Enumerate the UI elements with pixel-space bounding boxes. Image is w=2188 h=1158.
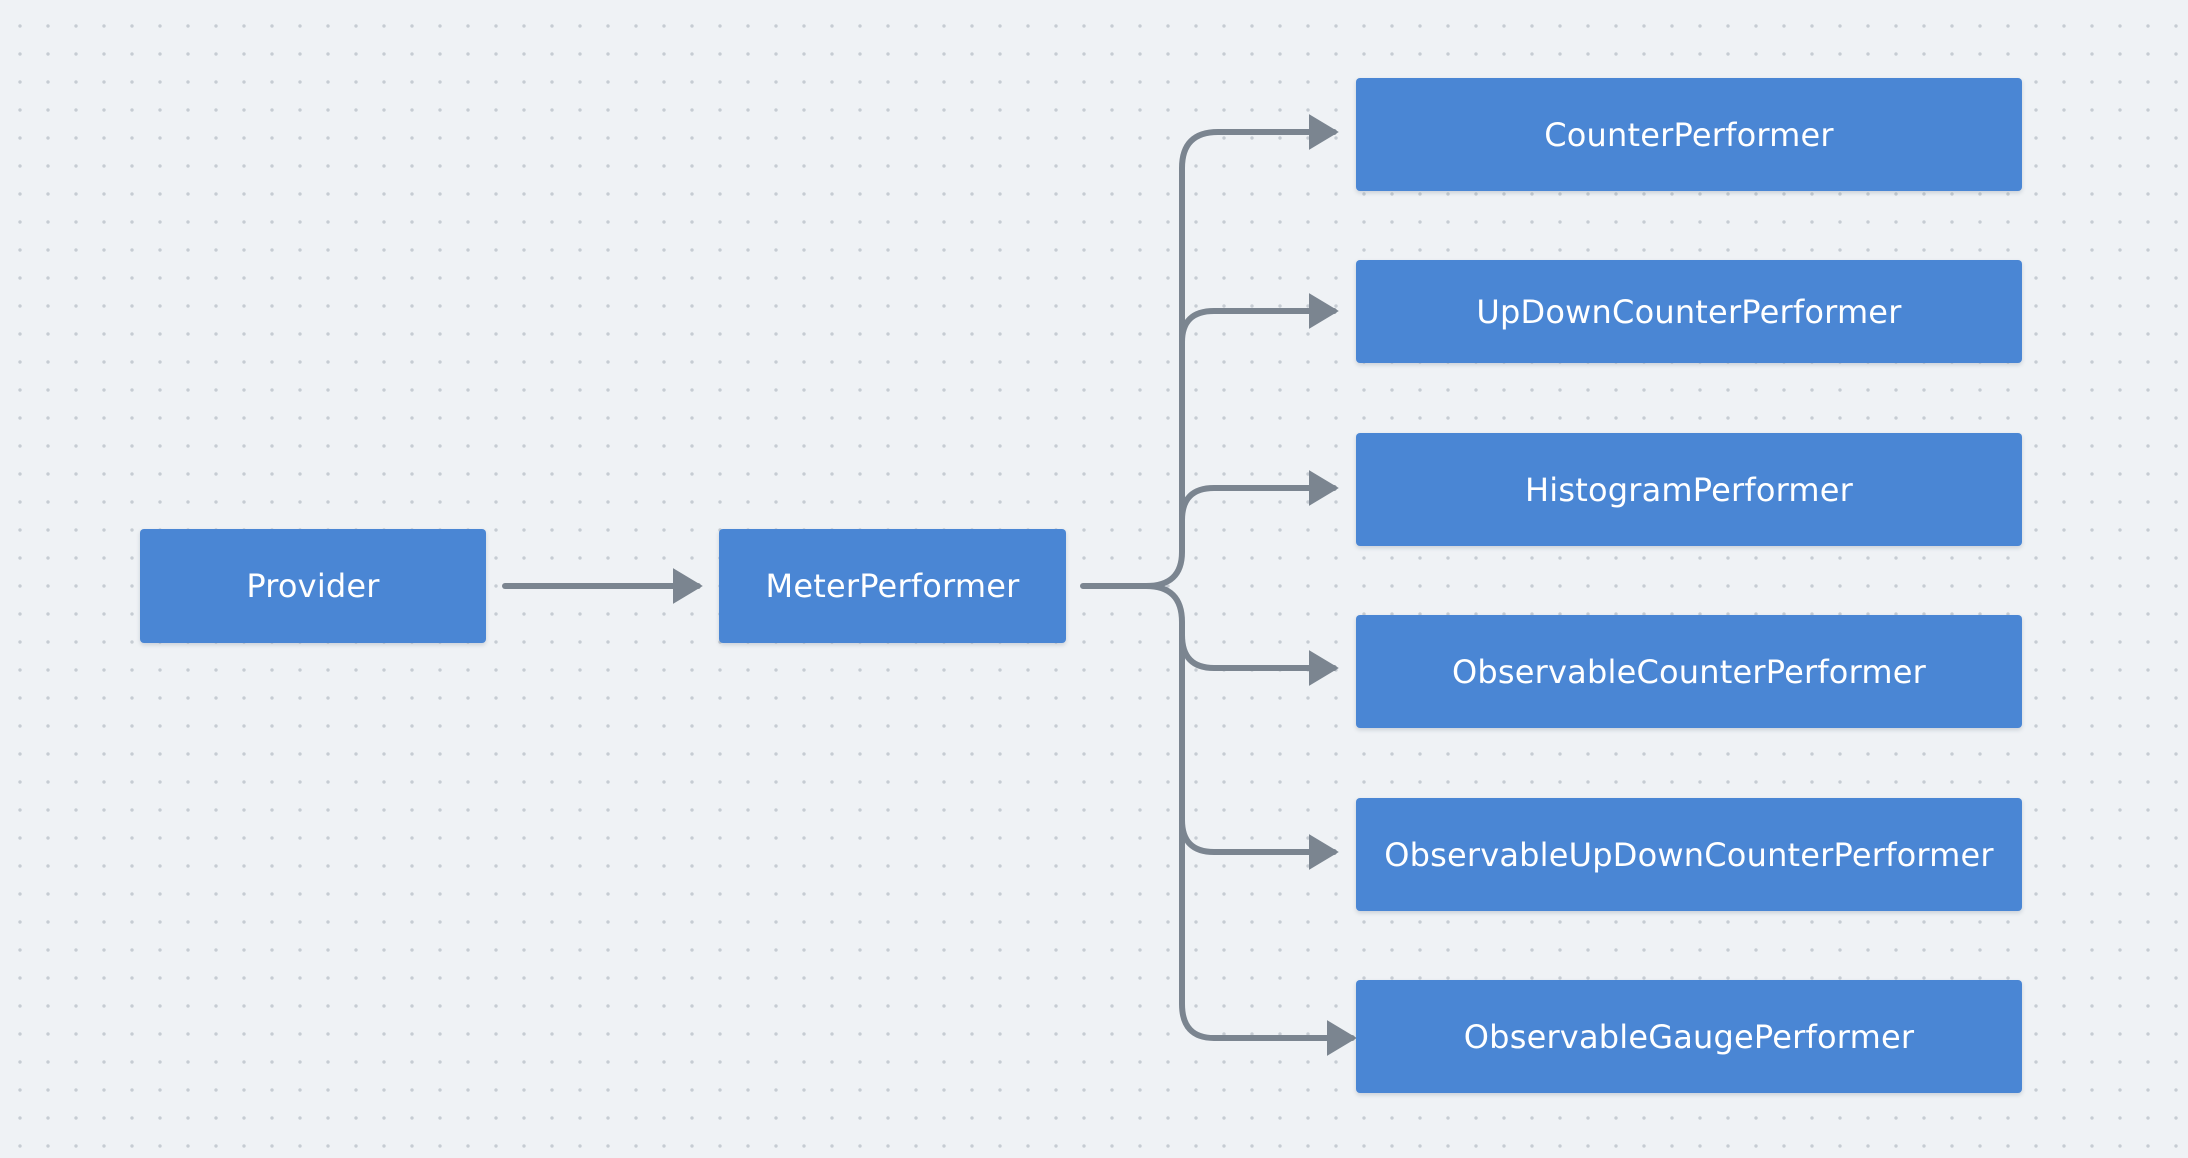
provider-node[interactable]: Provider <box>140 529 486 643</box>
edge-meter-to-obs-counter <box>1179 632 1339 686</box>
updown-counter-performer-node-label: UpDownCounterPerformer <box>1476 292 1902 331</box>
provider-node-label: Provider <box>246 567 380 605</box>
edge-meter-to-updown <box>1179 293 1339 345</box>
observable-counter-performer-node-label: ObservableCounterPerformer <box>1452 652 1926 691</box>
observable-gauge-performer-node[interactable]: ObservableGaugePerformer <box>1356 980 2022 1093</box>
observable-counter-performer-node[interactable]: ObservableCounterPerformer <box>1356 615 2022 728</box>
counter-performer-node-label: CounterPerformer <box>1544 115 1834 154</box>
observable-gauge-performer-node-label: ObservableGaugePerformer <box>1463 1017 1915 1056</box>
edge-meter-to-obs-updown <box>1179 817 1339 870</box>
observable-updown-counter-performer-node[interactable]: ObservableUpDownCounterPerformer <box>1356 798 2022 911</box>
edge-meter-trunk <box>1080 114 1339 589</box>
histogram-performer-node-label: HistogramPerformer <box>1524 470 1854 509</box>
counter-performer-node[interactable]: CounterPerformer <box>1356 78 2022 191</box>
updown-counter-performer-node[interactable]: UpDownCounterPerformer <box>1356 260 2022 363</box>
edge-meter-to-histogram <box>1179 470 1339 523</box>
meter-performer-node-label: MeterPerformer <box>765 567 1020 605</box>
histogram-performer-node[interactable]: HistogramPerformer <box>1356 433 2022 546</box>
observable-updown-counter-performer-node-label: ObservableUpDownCounterPerformer <box>1384 835 1994 874</box>
meter-performer-node[interactable]: MeterPerformer <box>719 529 1066 643</box>
edge-meter-branch-down <box>1143 583 1357 1056</box>
